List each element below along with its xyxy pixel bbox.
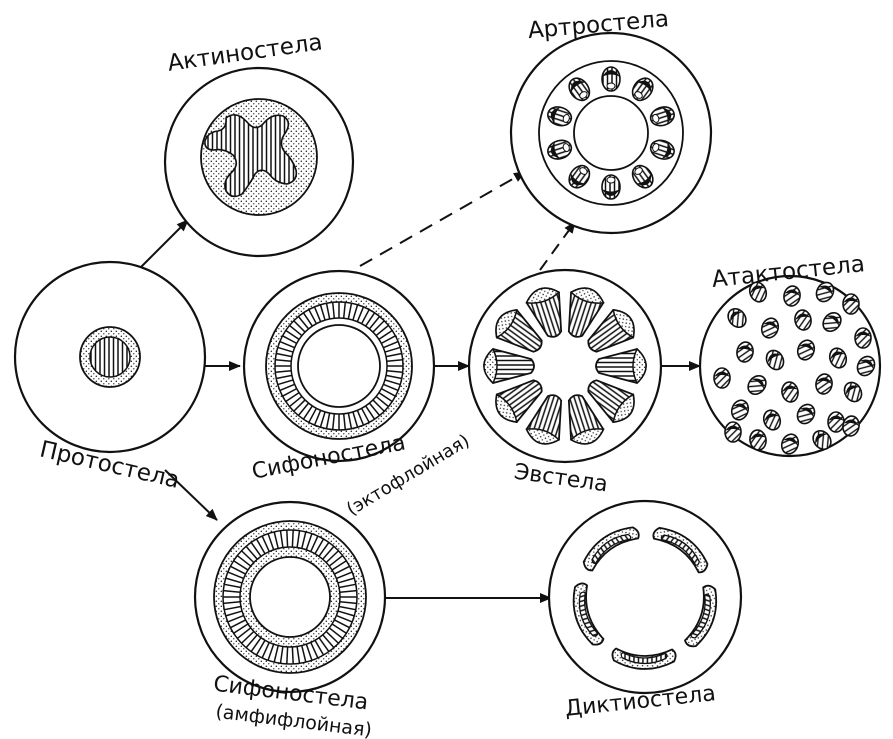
arrow-eustele-to-arthro-dashed	[540, 222, 575, 270]
label-eustele: Эвстела	[512, 460, 609, 498]
protostele-diagram	[15, 262, 205, 452]
siphonostele-ecto-diagram	[244, 271, 434, 461]
siphonostele-amphi-diagram	[195, 502, 385, 692]
arrow-siphono-to-arthro-dashed	[360, 172, 525, 266]
atactostele-diagram	[700, 276, 880, 456]
dictyostele-diagram	[549, 501, 741, 693]
eustele-diagram	[469, 270, 661, 462]
arrow-proto-to-actino	[140, 220, 188, 268]
arthrostele-diagram	[511, 33, 711, 233]
actinostele-diagram	[165, 68, 353, 256]
